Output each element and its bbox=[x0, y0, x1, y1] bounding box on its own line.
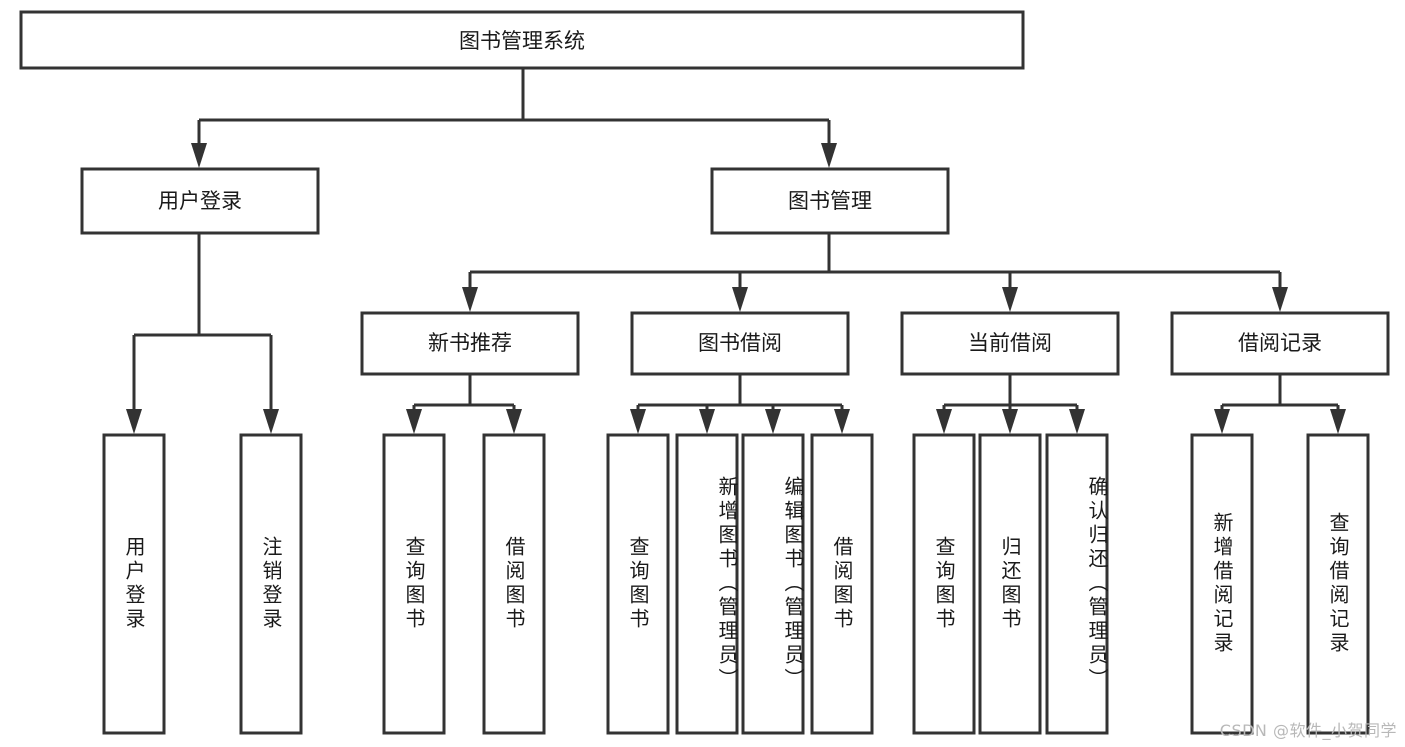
node-borrow-record-box[interactable] bbox=[1170, 311, 1390, 376]
arrow-head-icon bbox=[1272, 287, 1288, 312]
node-book-borrow-label: 图书借阅 bbox=[698, 331, 782, 355]
node-new-book-recommend-box[interactable] bbox=[360, 311, 580, 376]
leaf-box-current-borrow-0[interactable] bbox=[912, 433, 976, 735]
leaf-box-new-book-0[interactable] bbox=[382, 433, 446, 735]
node-book-manage-box[interactable] bbox=[710, 167, 950, 235]
arrow-head-icon bbox=[765, 409, 781, 434]
leaf-box-user-login-1[interactable] bbox=[239, 433, 303, 735]
leaf-box-book-borrow-2[interactable] bbox=[741, 433, 805, 735]
connector-group-current-borrow bbox=[936, 374, 1085, 434]
arrow-head-icon bbox=[699, 409, 715, 434]
node-new-book-recommend-label: 新书推荐 bbox=[428, 331, 512, 355]
arrow-head-icon bbox=[732, 287, 748, 312]
arrow-head-icon bbox=[1069, 409, 1085, 434]
node-root[interactable]: 图书管理系统 bbox=[19, 10, 1025, 70]
leaf-box-borrow-record-1[interactable] bbox=[1306, 433, 1370, 735]
node-current-borrow-label: 当前借阅 bbox=[968, 331, 1052, 355]
node-current-borrow-box[interactable] bbox=[900, 311, 1120, 376]
arrow-head-icon bbox=[1214, 409, 1230, 434]
node-user-login-label: 用户登录 bbox=[158, 189, 242, 213]
leaf-boxes-user-login bbox=[102, 433, 303, 735]
arrow-head-icon bbox=[834, 409, 850, 434]
node-book-borrow-box[interactable] bbox=[630, 311, 850, 376]
arrow-head-icon bbox=[506, 409, 522, 434]
leaf-box-current-borrow-2[interactable] bbox=[1045, 433, 1109, 735]
connector-group-user-login bbox=[126, 233, 279, 434]
arrow-head-icon bbox=[821, 143, 837, 168]
node-root-label: 图书管理系统 bbox=[459, 29, 585, 53]
node-book-manage-label: 图书管理 bbox=[788, 189, 872, 213]
leaf-box-user-login-0[interactable] bbox=[102, 433, 166, 735]
node-book-borrow[interactable]: 图书借阅 bbox=[630, 311, 850, 376]
arrow-head-icon bbox=[1002, 409, 1018, 434]
arrow-head-icon bbox=[630, 409, 646, 434]
node-borrow-record-label: 借阅记录 bbox=[1238, 331, 1322, 355]
leaf-boxes-new-book-recommend bbox=[382, 433, 546, 735]
leaf-boxes-current-borrow bbox=[912, 433, 1109, 735]
connector-group-borrow-record bbox=[1214, 374, 1346, 434]
node-user-login[interactable]: 用户登录 bbox=[80, 167, 320, 235]
node-current-borrow[interactable]: 当前借阅 bbox=[900, 311, 1120, 376]
connector-group-book-borrow bbox=[630, 374, 850, 434]
leaf-boxes-borrow-record bbox=[1190, 433, 1370, 735]
node-user-login-box[interactable] bbox=[80, 167, 320, 235]
leaf-box-new-book-1[interactable] bbox=[482, 433, 546, 735]
arrow-head-icon bbox=[126, 409, 142, 434]
connector-group-new-book bbox=[406, 374, 522, 434]
arrow-head-icon bbox=[406, 409, 422, 434]
connector-group-book-manage bbox=[462, 233, 1288, 312]
node-borrow-record[interactable]: 借阅记录 bbox=[1170, 311, 1390, 376]
leaf-box-book-borrow-3[interactable] bbox=[810, 433, 874, 735]
arrow-head-icon bbox=[191, 143, 207, 168]
arrow-head-icon bbox=[263, 409, 279, 434]
leaf-box-borrow-record-0[interactable] bbox=[1190, 433, 1254, 735]
node-root-box[interactable] bbox=[19, 10, 1025, 70]
arrow-head-icon bbox=[462, 287, 478, 312]
arrow-head-icon bbox=[1002, 287, 1018, 312]
leaf-box-book-borrow-1[interactable] bbox=[675, 433, 739, 735]
leaf-box-current-borrow-1[interactable] bbox=[978, 433, 1042, 735]
leaf-box-book-borrow-0[interactable] bbox=[606, 433, 670, 735]
connector-group-root bbox=[191, 68, 837, 168]
node-book-manage[interactable]: 图书管理 bbox=[710, 167, 950, 235]
csdn-watermark: CSDN @软件_小贺同学 bbox=[1219, 721, 1397, 740]
leaf-boxes-book-borrow bbox=[606, 433, 874, 735]
arrow-head-icon bbox=[936, 409, 952, 434]
arrow-head-icon bbox=[1330, 409, 1346, 434]
node-new-book-recommend[interactable]: 新书推荐 bbox=[360, 311, 580, 376]
